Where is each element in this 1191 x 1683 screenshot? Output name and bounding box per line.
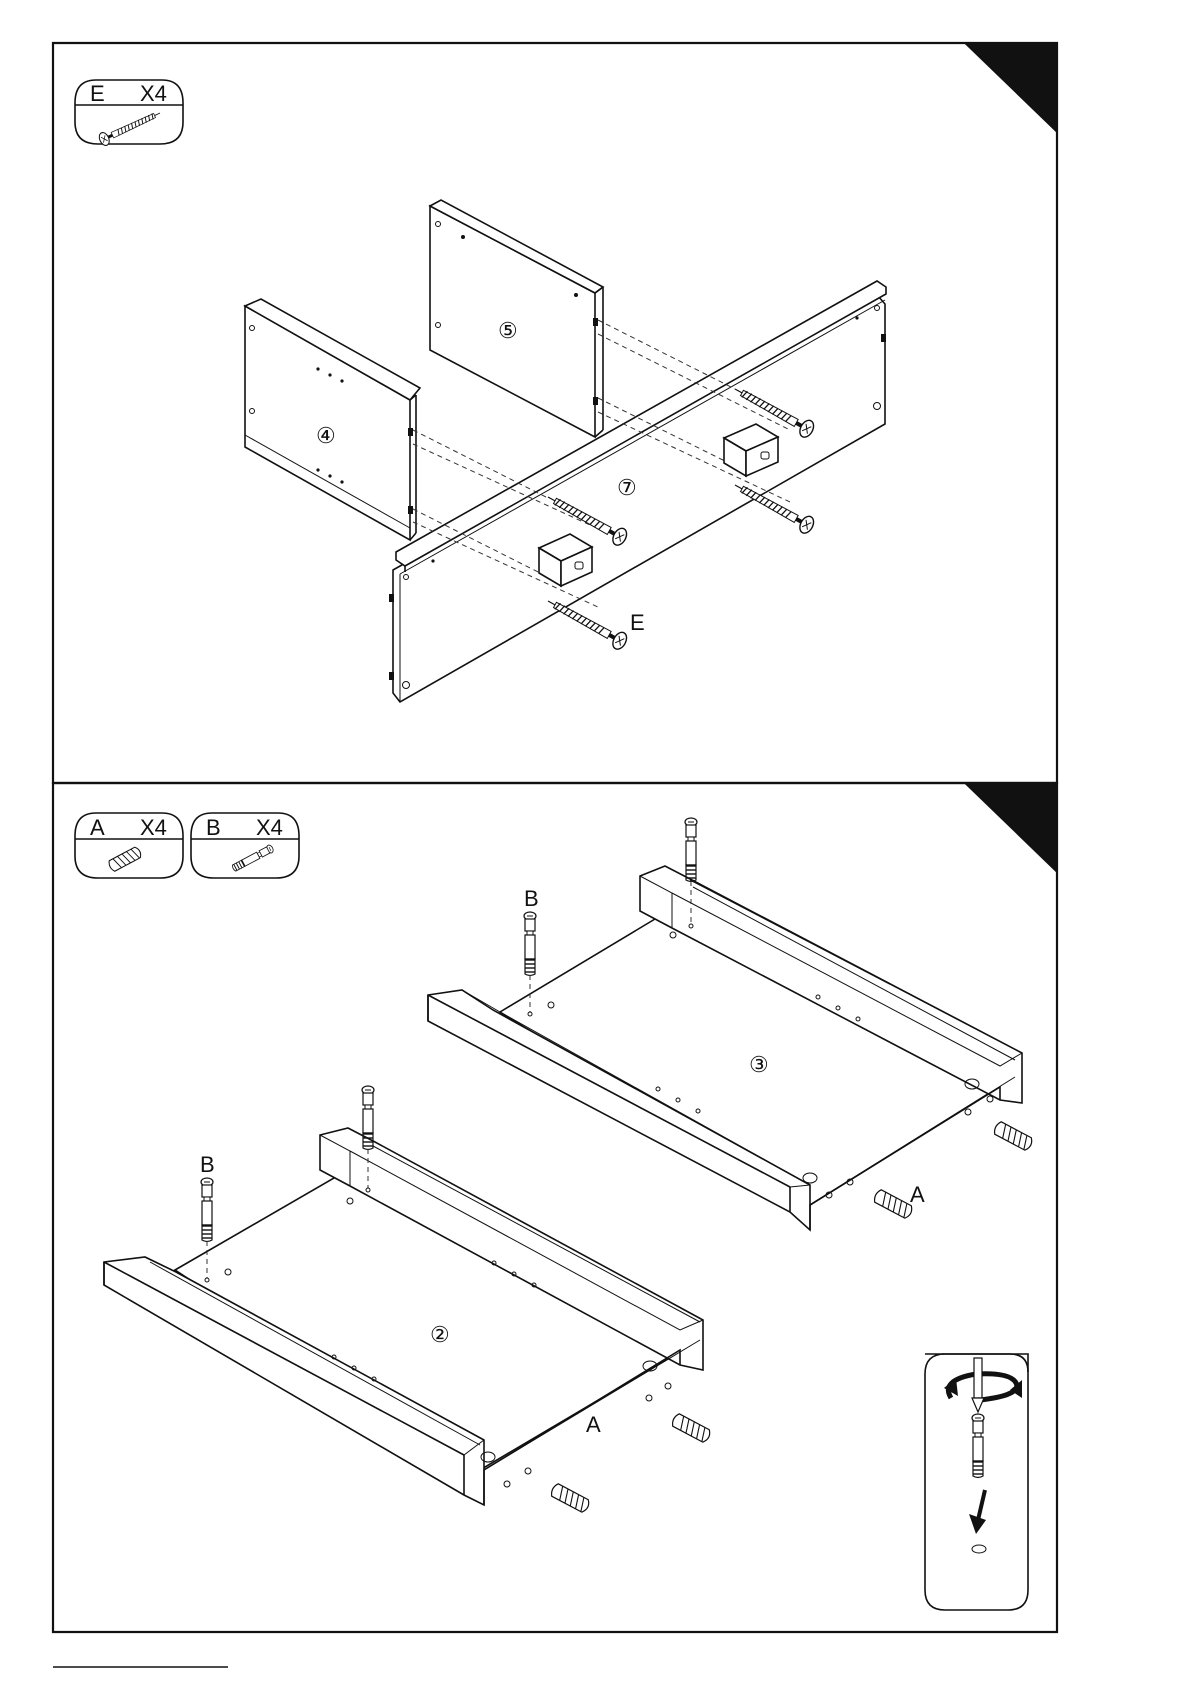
hardware-letter: A [90,815,105,840]
part-number-5: ⑤ [498,319,518,344]
hardware-box-e: E X4 [75,80,183,147]
part-number-2: ② [430,1323,450,1348]
screw-icon [97,107,163,147]
hardware-box-a: A X4 [75,813,183,878]
hardware-qty: X4 [140,81,167,106]
dowel-callout-a-bottom: A [586,1412,601,1437]
dowel-callout-a-top: A [910,1182,925,1207]
hardware-box-b: B X4 [191,813,299,878]
cam-bolt-4 [201,1178,213,1242]
bolt-callout-b-top: B [524,886,539,911]
cam-bolt-2 [524,912,536,976]
hardware-qty: X4 [140,815,167,840]
back-panel: ⑤ [430,200,603,437]
hardware-letter: E [90,81,105,106]
dowel-3 [671,1413,712,1444]
part-number-7: ⑦ [617,476,637,501]
cam-bolt-1 [685,818,697,882]
left-panel: ④ [245,299,420,540]
cam-bolt-icon [231,844,274,872]
part-number-4: ④ [316,424,336,449]
dowel-1 [993,1121,1034,1152]
part-number-3: ③ [749,1053,769,1078]
bottom-panel: ② [104,1128,703,1505]
hardware-qty: X4 [256,815,283,840]
screwdriver-rotate-icon [944,1358,1022,1412]
hardware-letter: B [206,815,221,840]
screw-callout-e: E [630,610,645,635]
dowel-2 [873,1189,914,1220]
screwdriver-inset [925,1354,1028,1610]
dowel-4 [550,1483,591,1514]
wooden-dowel-icon [107,846,142,872]
bolt-callout-b-bottom: B [200,1152,215,1177]
top-panel: ③ [428,866,1022,1230]
